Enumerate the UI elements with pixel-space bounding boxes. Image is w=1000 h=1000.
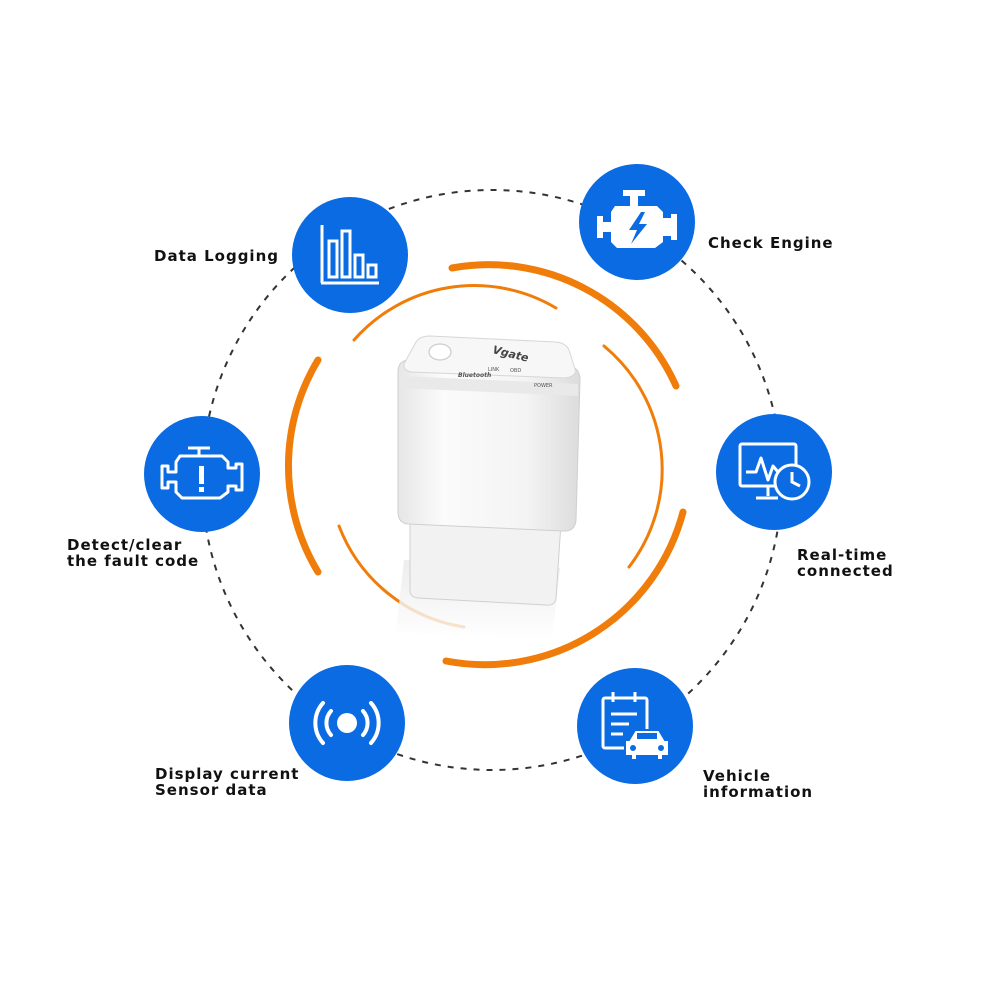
- label-line: Display current: [155, 765, 300, 783]
- label-line: the fault code: [67, 552, 200, 570]
- feature-label-sensor-data: Display current Sensor data: [155, 766, 299, 798]
- feature-detect-clear: [144, 416, 260, 532]
- outer-orange-arc-left: [285, 356, 322, 576]
- device-bluetooth-label: Bluetooth: [458, 372, 491, 379]
- feature-label-vehicle-info: Vehicle information: [703, 768, 813, 800]
- bar-chart-icon: [320, 225, 379, 285]
- label-line: information: [703, 783, 814, 801]
- monitor-clock-icon: [738, 442, 811, 501]
- feature-data-logging: [292, 197, 408, 313]
- device-led-obd: OBD: [510, 368, 521, 374]
- label-line: Detect/clear: [67, 536, 183, 554]
- outer-orange-arc-top: [448, 261, 680, 390]
- label-line: Sensor data: [155, 781, 268, 799]
- device-led-link: LINK: [488, 367, 500, 373]
- label-line: Vehicle: [703, 767, 771, 785]
- feature-sensor-data: [289, 665, 405, 781]
- check-engine-icon: [597, 190, 677, 248]
- device-button: [428, 343, 452, 361]
- feature-label-check-engine: Check Engine: [708, 235, 834, 251]
- device-led-power: POWER: [534, 383, 553, 389]
- outer-orange-arc-right: [442, 508, 687, 669]
- inner-orange-arc-top: [352, 284, 558, 342]
- feature-label-detect-clear: Detect/clear the fault code: [67, 537, 199, 569]
- label-line: connected: [797, 562, 894, 580]
- feature-vehicle-info: [577, 668, 693, 784]
- feature-label-data-logging: Data Logging: [154, 248, 279, 264]
- vehicle-calendar-icon: [601, 692, 670, 761]
- feature-label-real-time: Real-time connected: [797, 547, 894, 579]
- label-line: Check Engine: [708, 234, 834, 252]
- sensor-signal-icon: [313, 701, 381, 745]
- feature-check-engine: [579, 164, 695, 280]
- device-label-band: [400, 376, 578, 396]
- feature-real-time: [716, 414, 832, 530]
- label-line: Data Logging: [154, 247, 279, 265]
- label-line: Real-time: [797, 546, 888, 564]
- engine-warning-icon: [160, 446, 244, 500]
- inner-orange-arc-right: [602, 344, 664, 569]
